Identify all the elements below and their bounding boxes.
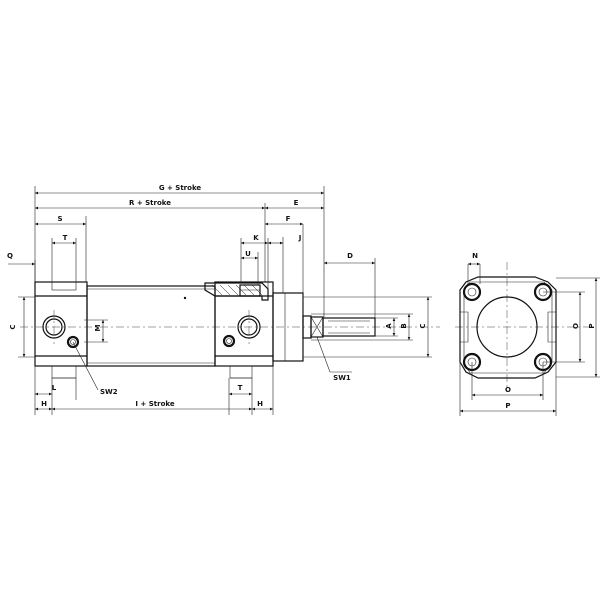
label-n: N bbox=[472, 252, 478, 260]
end-cap-outline bbox=[459, 276, 557, 379]
side-view: G + Stroke R + Stroke E S F T K J U D Q … bbox=[7, 184, 440, 415]
label-d: D bbox=[347, 252, 353, 260]
label-u: U bbox=[245, 250, 251, 258]
label-p-right: P bbox=[588, 323, 596, 328]
label-e: E bbox=[294, 199, 299, 207]
piston-rod-thread bbox=[322, 317, 376, 337]
label-c-left: C bbox=[9, 324, 17, 329]
label-t-bottom: T bbox=[238, 384, 243, 392]
label-o-bottom: O bbox=[505, 386, 511, 394]
label-f: F bbox=[286, 215, 291, 223]
label-j: J bbox=[298, 234, 302, 242]
tie-rod-nut-front bbox=[222, 334, 236, 348]
label-b: B bbox=[400, 323, 408, 328]
label-c-right: C bbox=[419, 323, 427, 328]
label-i-stroke: I + Stroke bbox=[135, 400, 174, 408]
end-view-bore bbox=[476, 296, 538, 358]
label-o-right: O bbox=[572, 323, 580, 329]
rear-cap-flat bbox=[51, 281, 77, 291]
end-view: N O P O P bbox=[455, 252, 600, 416]
leader-sw2 bbox=[72, 341, 99, 391]
label-r-stroke: R + Stroke bbox=[129, 199, 171, 207]
label-m: M bbox=[94, 324, 102, 331]
label-a: A bbox=[385, 323, 393, 329]
label-sw2: SW2 bbox=[100, 388, 118, 396]
tie-rod-screw-top-left bbox=[462, 282, 482, 302]
cushion-adjuster bbox=[204, 282, 269, 301]
label-t-top: T bbox=[63, 234, 68, 242]
label-h-right: H bbox=[257, 400, 263, 408]
leader-sw1 bbox=[316, 336, 331, 373]
label-p-bottom: P bbox=[505, 402, 510, 410]
barrel-tube bbox=[86, 285, 216, 367]
label-k: K bbox=[253, 234, 259, 242]
tie-rod-nut-rear bbox=[66, 335, 80, 349]
label-g-stroke: G + Stroke bbox=[159, 184, 202, 192]
label-l: L bbox=[52, 384, 57, 392]
label-h-left: H bbox=[41, 400, 47, 408]
front-end-cap bbox=[214, 281, 274, 367]
label-q: Q bbox=[7, 252, 13, 260]
label-s: S bbox=[57, 215, 62, 223]
label-sw1: SW1 bbox=[333, 374, 351, 382]
